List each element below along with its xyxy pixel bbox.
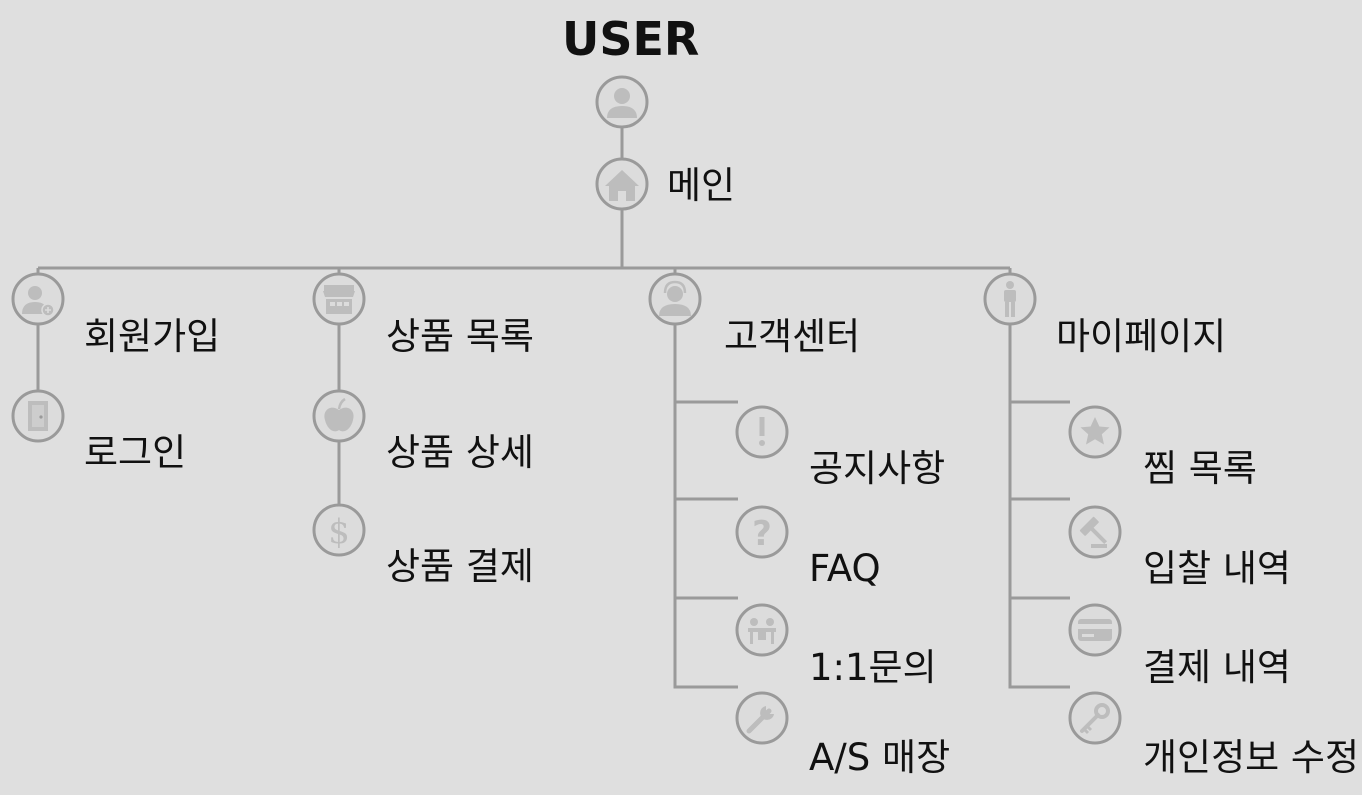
apple-icon xyxy=(312,389,366,443)
node-label-bid-history[interactable]: 입찰 내역 xyxy=(1143,547,1291,590)
question-icon: ? xyxy=(735,505,789,559)
svg-text:?: ? xyxy=(752,514,772,554)
home-icon xyxy=(595,157,649,211)
wrench-icon xyxy=(735,691,789,745)
user-add-icon xyxy=(11,272,65,326)
root-title: USER xyxy=(562,12,700,66)
person-icon xyxy=(983,272,1037,326)
node-label-faq[interactable]: FAQ xyxy=(809,547,881,590)
support-agent-icon xyxy=(648,272,702,326)
door-icon xyxy=(11,389,65,443)
credit-card-icon xyxy=(1068,603,1122,657)
node-label-mypage[interactable]: 마이페이지 xyxy=(1056,315,1227,358)
store-icon xyxy=(312,272,366,326)
node-label-signup[interactable]: 회원가입 xyxy=(84,315,221,358)
user-icon xyxy=(595,75,649,129)
star-icon xyxy=(1068,405,1122,459)
node-label-edit-profile[interactable]: 개인정보 수정 xyxy=(1143,736,1360,779)
node-label-main[interactable]: 메인 xyxy=(667,164,736,207)
exclamation-icon xyxy=(735,405,789,459)
node-label-customer-center[interactable]: 고객센터 xyxy=(724,315,861,358)
svg-text:$: $ xyxy=(328,512,350,552)
dollar-icon: $ xyxy=(312,503,366,557)
connector-lines xyxy=(36,127,1070,689)
node-label-as-store[interactable]: A/S 매장 xyxy=(809,736,951,779)
node-label-inquiry[interactable]: 1:1문의 xyxy=(809,646,937,689)
node-label-notice[interactable]: 공지사항 xyxy=(809,447,946,490)
node-label-wishlist[interactable]: 찜 목록 xyxy=(1143,447,1257,490)
node-label-login[interactable]: 로그인 xyxy=(84,431,187,474)
node-label-product-list[interactable]: 상품 목록 xyxy=(386,315,534,358)
meeting-icon xyxy=(735,603,789,657)
gavel-icon xyxy=(1068,505,1122,559)
node-label-payment-history[interactable]: 결제 내역 xyxy=(1143,646,1291,689)
node-label-product-payment[interactable]: 상품 결제 xyxy=(386,545,534,588)
node-label-product-detail[interactable]: 상품 상세 xyxy=(386,431,534,474)
key-icon xyxy=(1068,691,1122,745)
